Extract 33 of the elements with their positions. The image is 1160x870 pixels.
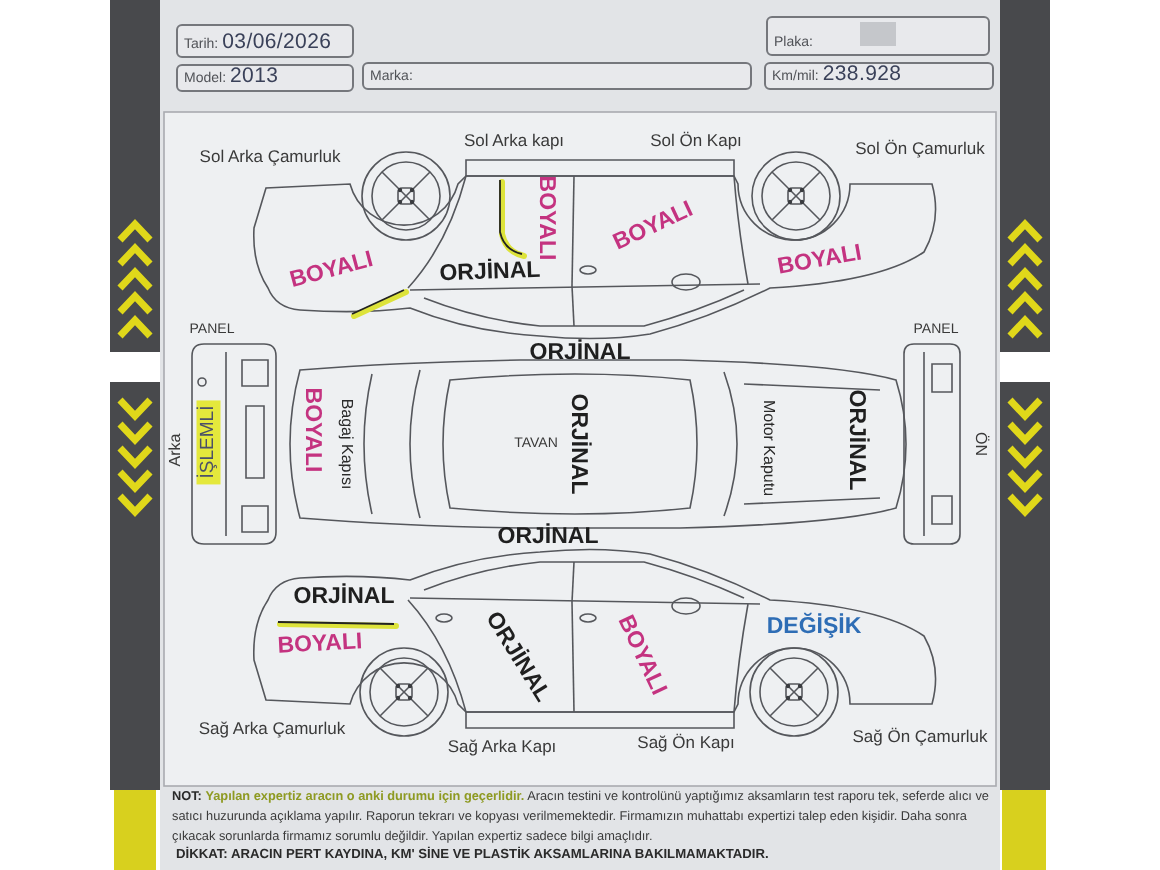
- handwritten-value: 238.928: [822, 64, 902, 86]
- part-label: Sağ Ön Kapı: [637, 733, 735, 751]
- part-label: Sağ Ön Çamurluk: [852, 727, 988, 745]
- direction-label: ÖN: [972, 432, 988, 456]
- direction-label: Arka: [168, 433, 184, 467]
- part-label: Sağ Arka Kapı: [447, 737, 557, 755]
- status-label: ORJİNAL: [497, 526, 599, 550]
- form-field: [766, 16, 990, 56]
- part-label: Sol Ön Çamurluk: [855, 139, 985, 157]
- form-field: [176, 24, 354, 58]
- part-label: Sol Arka kapı: [463, 131, 565, 149]
- form-field: [764, 62, 994, 90]
- status-label: BOYALI: [288, 249, 376, 295]
- form-field: [176, 64, 354, 92]
- part-label: Motor Kaputu: [760, 399, 776, 497]
- status-label: DEĞİŞİK: [766, 616, 862, 640]
- handwritten-note: İŞLEMLİ: [196, 399, 220, 485]
- status-label: ORJİNAL: [529, 342, 631, 366]
- part-label: Sağ Arka Çamurluk: [198, 719, 346, 737]
- status-label: BOYALI: [776, 243, 864, 281]
- status-label: ORJİNAL: [439, 260, 541, 288]
- status-label: BOYALI: [533, 175, 556, 261]
- status-label: ORJİNAL: [842, 389, 866, 491]
- handwritten-value: 03/06/2026: [222, 32, 332, 54]
- handwritten-value: 2013: [230, 66, 279, 88]
- status-label: ORJİNAL: [564, 393, 588, 495]
- part-label: Sol Ön Kapı: [650, 131, 742, 149]
- status-label: BOYALI: [277, 632, 363, 660]
- part-label: Bagaj Kapısı: [338, 398, 354, 490]
- status-label: BOYALI: [298, 387, 322, 473]
- part-label: Sol Arka Çamurluk: [199, 147, 341, 165]
- form-field: [362, 62, 752, 90]
- status-label: ORJİNAL: [293, 586, 395, 610]
